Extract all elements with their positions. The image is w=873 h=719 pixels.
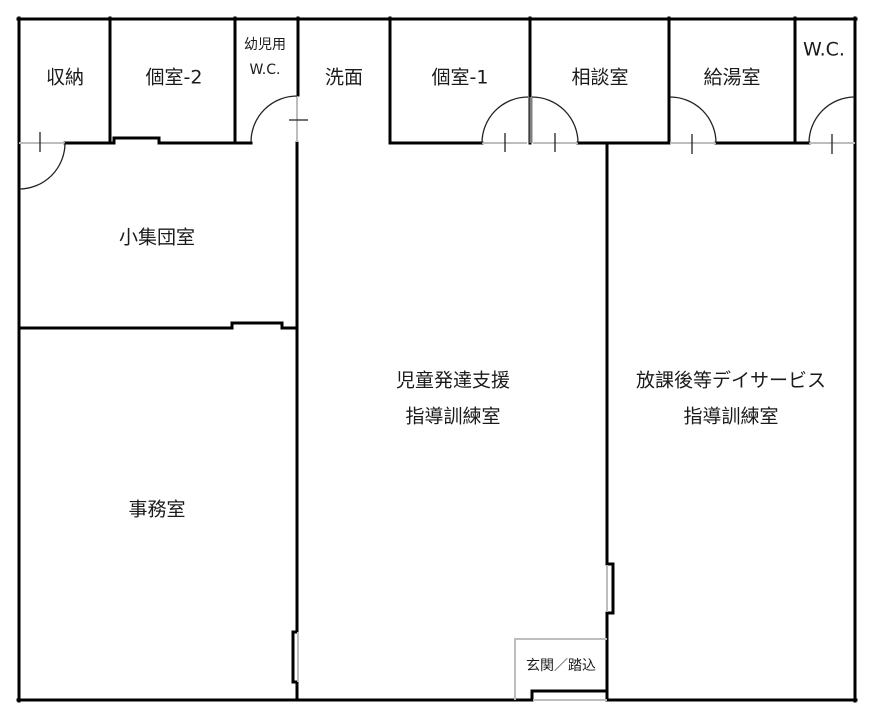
room-label-after-school-line1: 放課後等デイサービス	[635, 369, 827, 392]
wall-smallgroup-office	[17, 321, 299, 330]
wall-private2-bottom-notch	[112, 136, 237, 145]
entrance-step-wall	[530, 689, 609, 702]
wall-middle-right-window	[605, 562, 615, 702]
room-label-office: 事務室	[128, 498, 186, 521]
consult-door-arc	[531, 96, 579, 144]
room-label-infant-wc-line2: W.C.	[249, 62, 281, 78]
room-label-storage: 収納	[45, 66, 85, 89]
room-label-private-room-2: 個室-2	[145, 66, 203, 89]
room-label-wc: W.C.	[803, 38, 845, 61]
infantwc-door-arc	[250, 95, 298, 143]
room-label-entrance: 玄関／踏込	[526, 658, 596, 674]
room-label-child-development-line1: 児童発達支援	[395, 369, 511, 392]
private1-door-arc	[481, 96, 529, 144]
wc-door-arc	[808, 96, 855, 144]
kitchen-door-arc	[669, 96, 717, 144]
room-label-kitchenette: 給湯室	[703, 66, 761, 89]
storage-door-arc	[18, 142, 66, 190]
room-label-after-school-line2: 指導訓練室	[683, 405, 779, 428]
room-label-child-development-line2: 指導訓練室	[405, 405, 501, 428]
room-label-small-group-room: 小集団室	[118, 226, 196, 249]
room-label-infant-wc-line1: 幼児用	[244, 37, 286, 53]
entrance-border	[514, 638, 607, 700]
room-label-private-room-1: 個室-1	[431, 66, 489, 89]
wall-left-column-window	[291, 630, 299, 702]
room-label-consultation-room: 相談室	[571, 66, 629, 89]
room-label-washroom: 洗面	[324, 66, 364, 89]
